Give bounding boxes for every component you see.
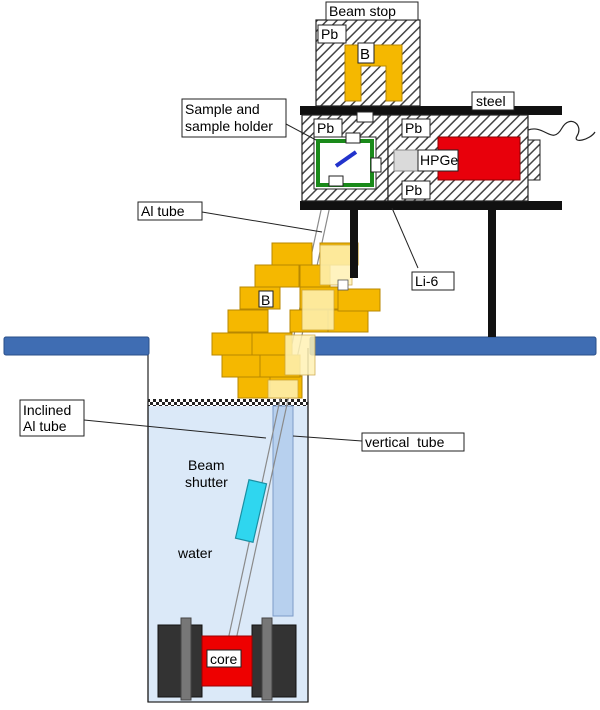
support-leg-right	[488, 175, 496, 337]
al-tube-label-box	[137, 201, 203, 221]
inclined-tube-label-line1: Inclined	[23, 402, 71, 418]
detector-housing: HPGe Pb Pb	[387, 114, 529, 202]
inclined-tube-label-box	[19, 399, 85, 437]
steel-plate-top	[300, 106, 562, 115]
vertical-tube-leader	[292, 435, 363, 442]
floor-right	[309, 336, 597, 356]
beam-stop-label: Beam stop	[329, 3, 396, 19]
core-bar-left	[180, 617, 192, 701]
inclined-tube-label-line2: Al tube	[23, 418, 67, 434]
sample-port-top	[356, 111, 374, 123]
detector-end-cap	[527, 139, 541, 181]
sample-holder-leader	[285, 123, 317, 141]
hpge-label: HPGe	[420, 152, 458, 168]
sample-port-right	[370, 157, 382, 173]
li6-label-box	[411, 271, 455, 291]
sample-chamber	[313, 136, 377, 190]
li6-label: Li-6	[415, 273, 439, 289]
sample-port-mid	[345, 132, 361, 144]
core-block-left	[157, 624, 203, 698]
b-label-shield: B	[261, 292, 270, 308]
sample-port-bottom	[328, 175, 344, 187]
steel-label: steel	[476, 93, 506, 109]
detector-cable	[527, 120, 596, 141]
li6-leader	[391, 207, 419, 269]
core-bar-right	[261, 617, 273, 701]
sample-target	[334, 150, 358, 168]
core-label-box	[206, 649, 242, 668]
al-tube-leader	[201, 211, 323, 233]
vertical-tube-label-box	[361, 432, 465, 452]
beam-shutter-label-line1: Beam	[188, 457, 225, 473]
steel-plate-bottom	[300, 201, 562, 210]
beam-stop: B Pb	[315, 19, 421, 107]
pb-label-detector-bottom: Pb	[405, 182, 422, 198]
sample-housing: Pb	[301, 111, 389, 202]
boron-channel-cap	[337, 279, 349, 291]
pool-surface-grating	[148, 399, 308, 406]
floor-left	[3, 336, 150, 356]
pb-label-beam-stop: Pb	[321, 26, 338, 42]
reactor-core: core	[157, 617, 297, 701]
al-tube-label: Al tube	[141, 203, 185, 219]
beam-shutter	[234, 479, 268, 543]
sample-holder-label-line1: Sample and	[185, 101, 260, 117]
vertical-tube-label: vertical tube	[365, 434, 445, 450]
steel-label-box	[471, 91, 515, 111]
pb-label-sample: Pb	[317, 120, 334, 136]
support-leg-left	[350, 208, 358, 278]
pb-label-detector-top: Pb	[405, 120, 422, 136]
beam-stop-label-box	[325, 1, 419, 21]
core-label: core	[210, 651, 237, 667]
sample-holder-label-line2: sample holder	[185, 118, 273, 134]
beam-shutter-label-line2: shutter	[185, 474, 228, 490]
vertical-tube	[272, 405, 294, 617]
b-label-box	[258, 290, 274, 308]
b-label-beam-stop: B	[360, 46, 370, 63]
inclined-tube-leader	[83, 419, 267, 439]
water-label: water	[177, 545, 213, 561]
core-block-right	[251, 624, 297, 698]
sample-holder-label-box	[181, 98, 287, 138]
